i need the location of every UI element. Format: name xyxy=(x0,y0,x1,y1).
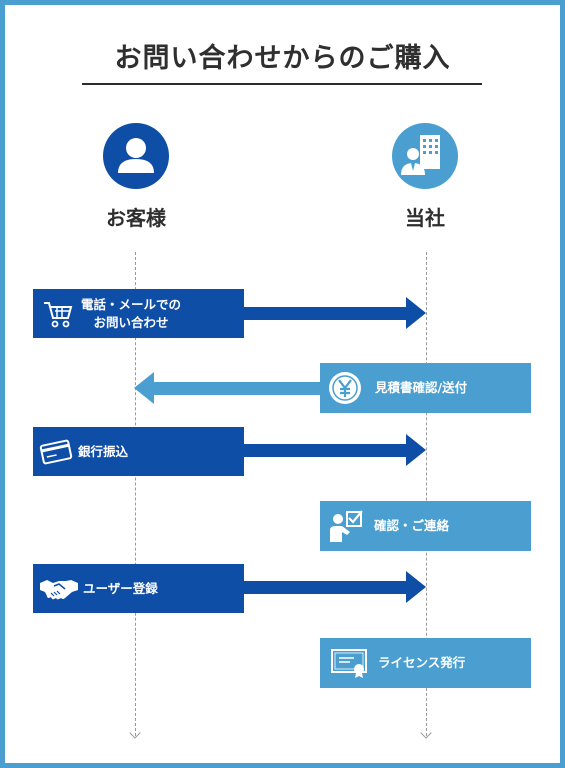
company-label: 当社 xyxy=(405,206,445,230)
yen-icon xyxy=(327,370,363,406)
handshake-icon xyxy=(39,571,79,607)
step3-line1: 銀行振込 xyxy=(78,443,129,459)
business-person-building-icon xyxy=(401,135,440,175)
step4-line1: 確認・ご連絡 xyxy=(374,518,450,533)
step6-line1: ライセンス発行 xyxy=(378,655,466,670)
step6-box: ライセンス発行 xyxy=(320,638,531,688)
step3-arrow-shaft xyxy=(244,444,410,457)
checklist-person-icon xyxy=(328,508,364,544)
step1-line2: お問い合わせ xyxy=(93,314,169,330)
step5-box: ユーザー登録 xyxy=(33,564,244,613)
step5-arrow-shaft xyxy=(244,581,410,594)
step2-box: 見積書確認/送付 xyxy=(320,363,531,413)
title-underline xyxy=(82,83,482,85)
step5-line1: ユーザー登録 xyxy=(83,580,158,596)
credit-card-icon xyxy=(38,434,74,470)
step2-arrow-shaft xyxy=(152,382,320,395)
page-title: お問い合わせからのご購入 xyxy=(114,43,451,74)
person-icon xyxy=(118,138,154,173)
step1-arrow-head xyxy=(406,297,426,329)
step2-line1: 見積書確認/送付 xyxy=(375,380,468,395)
company-avatar-circle xyxy=(392,123,458,189)
step3-arrow-head xyxy=(406,434,426,466)
step4-box: 確認・ご連絡 xyxy=(320,501,531,551)
step5-arrow-head xyxy=(406,571,426,603)
customer-lifeline xyxy=(135,252,136,736)
customer-label: お客様 xyxy=(106,206,166,230)
step2-arrow-head xyxy=(134,372,154,404)
customer-avatar-circle xyxy=(103,123,169,189)
shopping-cart-icon xyxy=(40,296,76,332)
step1-box: 電話・メールでの お問い合わせ xyxy=(33,289,244,338)
step1-arrow-shaft xyxy=(244,307,410,320)
certificate-icon xyxy=(330,645,370,681)
company-lifeline xyxy=(426,252,427,736)
step1-line1: 電話・メールでの xyxy=(81,296,182,312)
step3-box: 銀行振込 xyxy=(33,427,244,476)
